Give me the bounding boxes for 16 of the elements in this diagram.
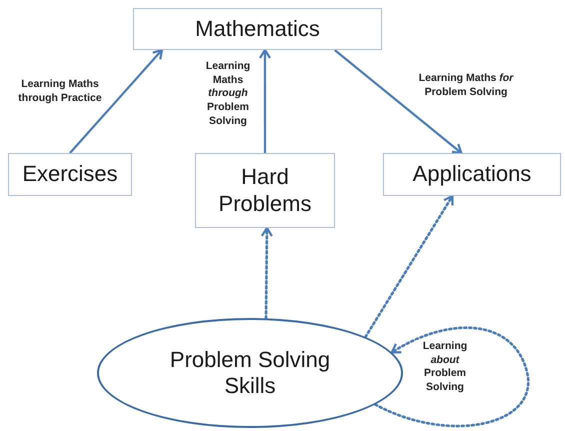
node-label: Problem Solving Skills	[168, 346, 332, 400]
box-node	[133, 8, 382, 50]
dotted-arrow	[364, 194, 454, 338]
node-label: Hard Problems	[218, 164, 312, 217]
dotted-arrow	[260, 226, 273, 320]
box-node	[383, 153, 561, 196]
arrow	[334, 49, 462, 154]
box-node	[195, 153, 335, 228]
box-node	[8, 153, 132, 196]
ellipse-node	[97, 318, 403, 428]
node-label: Exercises	[22, 161, 118, 188]
node-label: Applications	[412, 161, 532, 188]
dotted-arrow	[374, 326, 530, 428]
node-label: Mathematics	[195, 16, 320, 42]
arrow	[69, 48, 163, 154]
arrow	[258, 48, 272, 153]
